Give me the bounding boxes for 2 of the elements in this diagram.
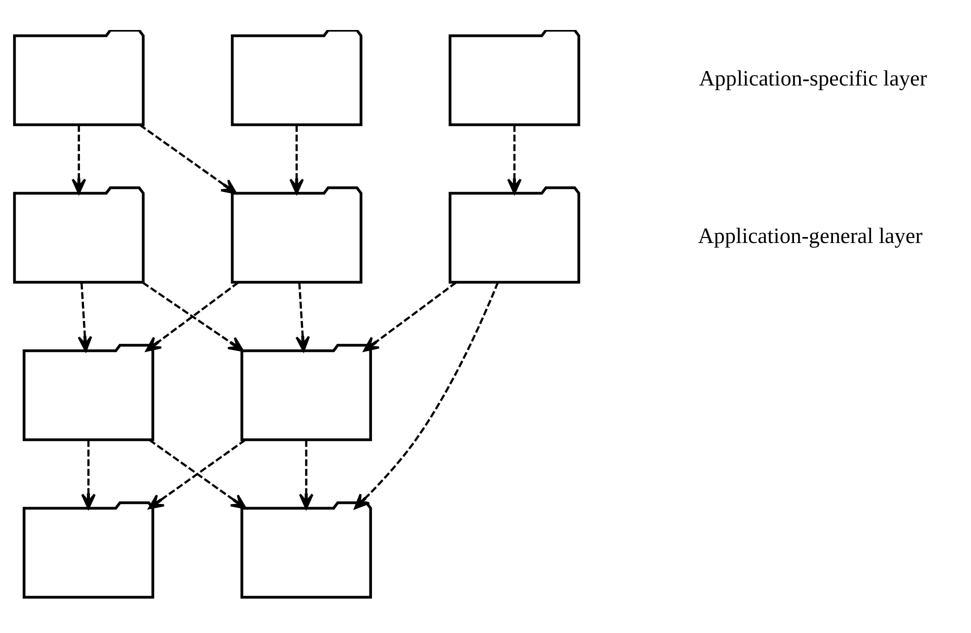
label: Application-specific layer — [698, 65, 927, 90]
label: Application-general layer — [698, 222, 922, 248]
